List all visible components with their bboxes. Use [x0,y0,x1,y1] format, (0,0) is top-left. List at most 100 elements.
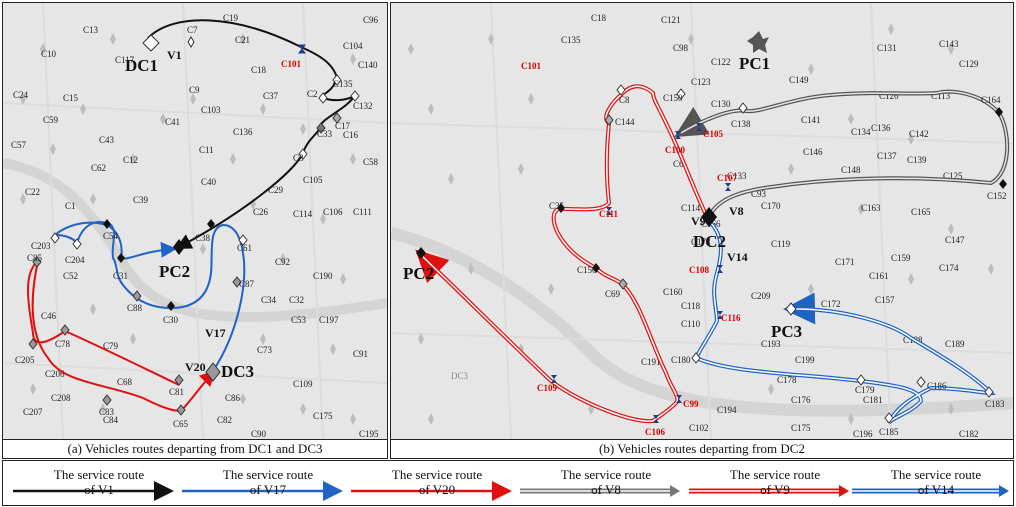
svg-text:C105: C105 [303,175,323,185]
svg-text:C165: C165 [911,207,931,217]
label-c3: C3 [293,153,304,163]
background-nodes-a [20,33,356,425]
label-dc1: DC1 [125,56,158,75]
label-c78: C78 [55,339,71,349]
svg-text:C52: C52 [63,271,78,281]
svg-text:C170: C170 [761,201,781,211]
svg-text:C32: C32 [289,295,304,305]
svg-text:C139: C139 [907,155,927,165]
label-c179: C179 [855,385,875,395]
svg-text:C9: C9 [189,85,200,95]
svg-text:C143: C143 [939,39,959,49]
svg-text:C53: C53 [291,315,307,325]
label-c83: C83 [99,407,115,417]
label-c203: C203 [31,241,51,251]
label-c152: C152 [987,191,1007,201]
svg-text:C96: C96 [363,15,379,25]
caption-a: (a) Vehicles routes departing from DC1 a… [2,440,388,459]
svg-text:C119: C119 [771,239,791,249]
svg-text:C57: C57 [11,140,27,150]
legend-v8-line1: The service route [560,467,652,482]
label-dc3: DC3 [221,362,254,381]
svg-text:C46: C46 [41,311,57,321]
dc1-marker [142,34,160,52]
svg-text:C135: C135 [561,35,581,45]
label-c205: C205 [15,355,35,365]
pc3-marker [785,302,797,316]
label-c204: C204 [65,255,85,265]
label-c109: C109 [537,383,557,393]
label-v1: V1 [167,48,182,62]
svg-text:C110: C110 [681,319,701,329]
svg-text:C43: C43 [99,135,115,145]
svg-text:C126: C126 [879,91,899,101]
label-c106: C106 [645,427,665,437]
svg-text:C189: C189 [945,339,965,349]
svg-text:C114: C114 [681,203,701,213]
label-v8: V8 [729,204,744,218]
label-c38: C38 [195,233,211,243]
svg-text:C207: C207 [23,407,43,417]
label-c7: C7 [187,25,198,35]
svg-text:C12: C12 [123,155,138,165]
label-pc2-a: PC2 [159,262,190,281]
route-nodes-a [28,34,360,416]
label-c35: C35 [549,201,565,211]
svg-text:C37: C37 [263,91,279,101]
label-c116: C116 [721,313,741,323]
label-c33: C33 [317,129,333,139]
label-c164: C164 [981,95,1001,105]
label-v17: V17 [205,326,226,340]
svg-text:C92: C92 [275,257,290,267]
label-c31: C31 [113,271,128,281]
label-pc3: PC3 [771,322,802,341]
svg-text:C195: C195 [359,429,379,439]
svg-text:C176: C176 [791,395,811,405]
svg-text:C104: C104 [343,41,363,51]
svg-text:C129: C129 [959,59,979,69]
label-pc1: PC1 [739,54,770,73]
label-c185: C185 [879,427,899,437]
label-c135: C135 [333,79,353,89]
svg-text:C114: C114 [293,209,313,219]
svg-text:C6: C6 [673,159,684,169]
svg-text:C191: C191 [641,357,661,367]
svg-text:C58: C58 [363,157,379,167]
svg-text:C121: C121 [661,15,681,25]
svg-text:C178: C178 [777,375,797,385]
legend-v17-line2: of V17 [249,482,287,497]
svg-text:C109: C109 [293,379,313,389]
svg-text:C181: C181 [863,395,883,405]
svg-text:C84: C84 [103,415,119,425]
svg-text:C16: C16 [343,130,359,140]
svg-text:C131: C131 [877,43,897,53]
label-c144: C144 [615,117,635,127]
svg-text:C208: C208 [51,393,71,403]
svg-text:C197: C197 [319,315,339,325]
svg-text:C193: C193 [761,339,781,349]
svg-text:C82: C82 [217,415,232,425]
label-c107: C107 [717,173,737,183]
svg-text:C111: C111 [353,207,372,217]
legend-v20-line1: The service route [391,467,483,482]
background-nodes-b [408,23,994,425]
svg-text:C133: C133 [727,171,747,181]
pc2-marker-a [173,239,185,255]
svg-text:C90: C90 [251,429,267,439]
svg-text:C172: C172 [821,299,841,309]
svg-text:C113: C113 [931,91,951,101]
legend-v17-line1: The service route [222,467,314,482]
label-pc2-b: PC2 [403,264,434,283]
svg-text:C34: C34 [261,295,277,305]
svg-text:C134: C134 [851,127,871,137]
svg-text:C29: C29 [268,185,284,195]
svg-text:C11: C11 [199,145,214,155]
label-c180: C180 [671,355,691,365]
